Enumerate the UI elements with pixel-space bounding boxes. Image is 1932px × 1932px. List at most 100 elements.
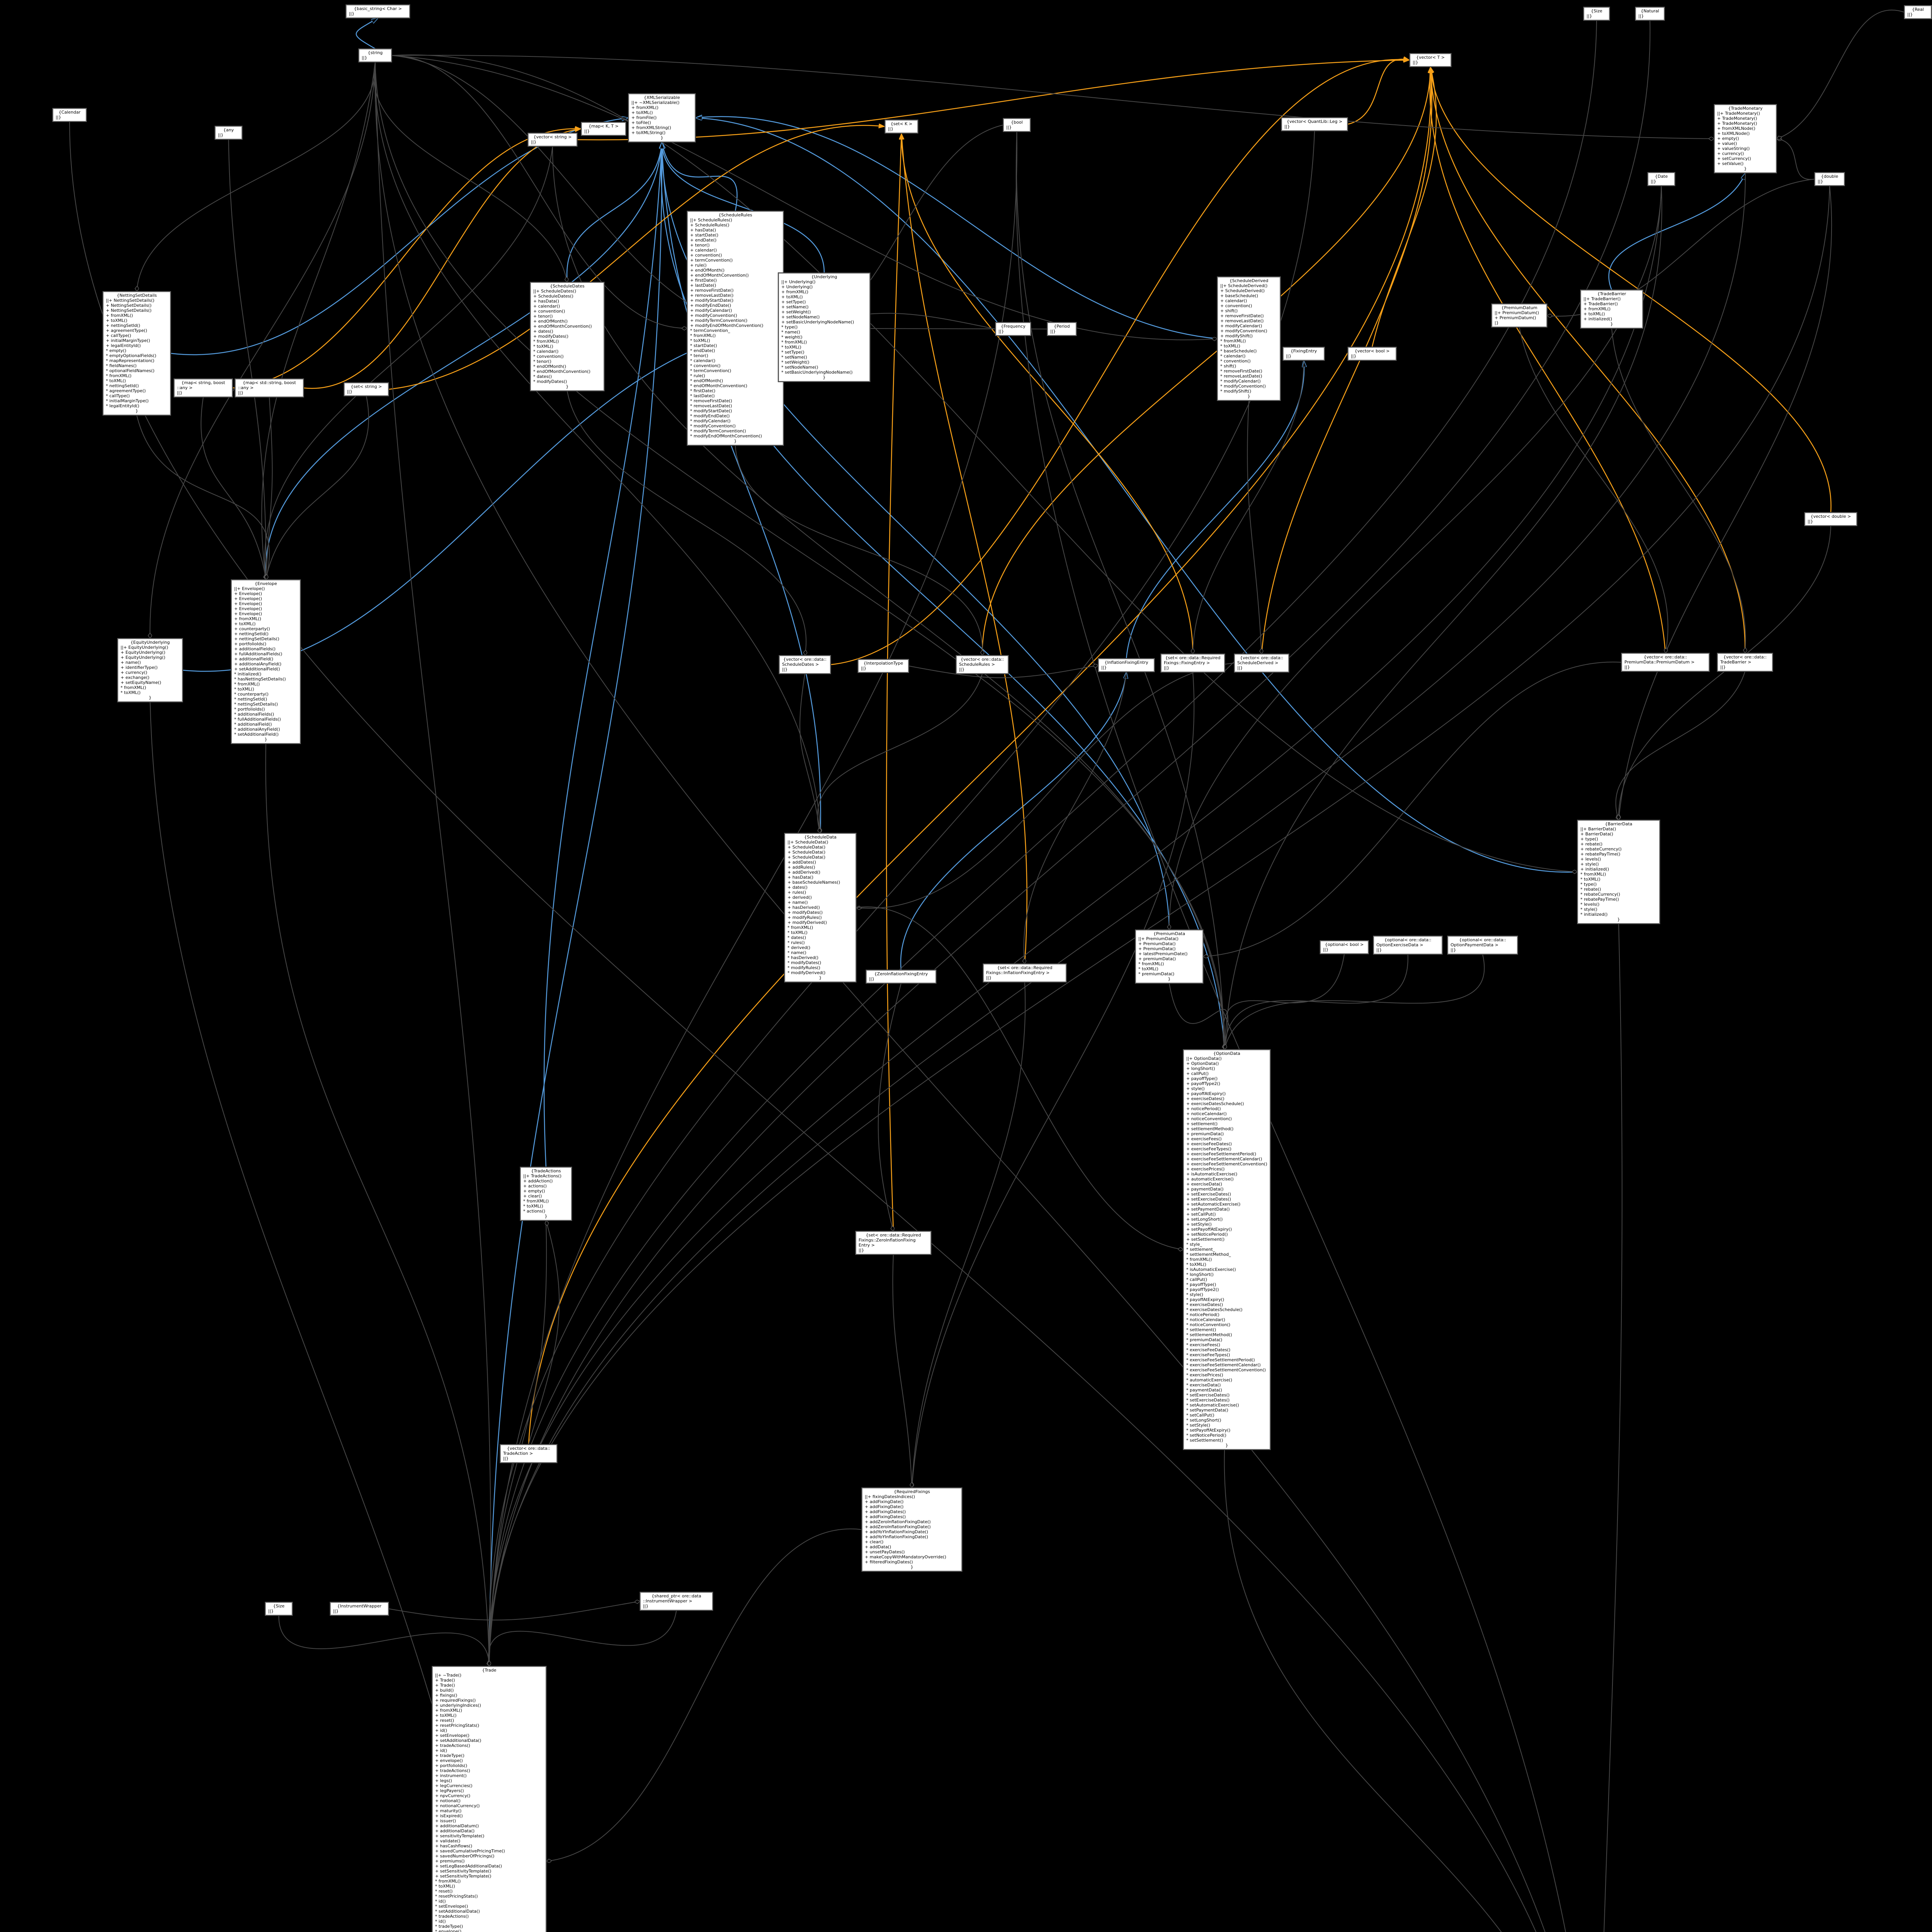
class-title: {Period <box>1054 324 1070 329</box>
edge-string-to-TradeMonetary <box>391 55 1714 139</box>
class-node-vec_ScheduleDerived[interactable]: {vector< ore::data::ScheduleDerived >||} <box>1234 654 1289 672</box>
class-node-ScheduleRules[interactable]: {ScheduleRules||+ ScheduleRules()+ Sched… <box>687 211 784 446</box>
member-line: ||+ ~XMLSerializable() <box>631 100 680 105</box>
class-node-Underlying[interactable]: {Underlying||+ Underlying()+ Underlying(… <box>778 273 870 382</box>
member-line: * dates() <box>533 374 552 379</box>
member-line: + dates() <box>787 885 808 890</box>
class-node-vec_TradeBarrier[interactable]: {vector< ore::data::TradeBarrier >||} <box>1717 653 1773 672</box>
class-node-InflationFixingEntry[interactable]: {InflationFixingEntry||} <box>1098 658 1155 672</box>
class-node-bool[interactable]: {bool||} <box>1003 118 1031 132</box>
member-line: + setLongShort() <box>1186 1217 1223 1222</box>
member-line: + hasCashflows() <box>435 1844 473 1849</box>
class-node-Date[interactable]: {Date||} <box>1648 172 1675 186</box>
class-node-Period[interactable]: {Period||} <box>1047 322 1077 336</box>
class-node-shared_ptr_IW[interactable]: {shared_ptr< ore::data::InstrumentWrappe… <box>640 1592 713 1611</box>
member-line: ||} <box>503 1456 509 1461</box>
class-node-XMLSerializable[interactable]: {XMLSerializable||+ ~XMLSerializable()+ … <box>628 94 696 142</box>
class-node-vec_TradeAction[interactable]: {vector< ore::data::TradeAction >||} <box>500 1444 557 1463</box>
class-node-map_stdstring_any[interactable]: {map< std::string, boost::any >||} <box>235 379 304 397</box>
class-node-Frequency[interactable]: {Frequency||} <box>995 322 1031 336</box>
class-node-any[interactable]: {any||} <box>215 126 242 139</box>
member-line: + firstDate() <box>690 278 717 283</box>
member-line: ||+ EquityUnderlying() <box>121 645 168 650</box>
class-node-TradeMonetary[interactable]: {TradeMonetary||+ TradeMonetary()+ Trade… <box>1714 104 1777 173</box>
class-node-ZeroInflationFixingEntry[interactable]: {ZeroInflationFixingEntry||} <box>866 970 936 983</box>
class-node-natural_top[interactable]: {Natural||} <box>1635 7 1665 20</box>
member-line: * initialized() <box>234 672 262 677</box>
class-node-PremiumDatum[interactable]: {PremiumDatum||+ PremiumDatum()+ Premium… <box>1492 304 1547 327</box>
member-line: * modifyCalendar() <box>1220 379 1261 384</box>
class-node-ScheduleData[interactable]: {ScheduleData||+ ScheduleData()+ Schedul… <box>784 833 856 982</box>
class-node-RequiredFixings[interactable]: {RequiredFixings||+ fixingDatesIndices()… <box>862 1488 962 1571</box>
class-node-FixingEntry[interactable]: {FixingEntry||} <box>1283 347 1325 361</box>
member-line: + hasData() <box>787 875 814 880</box>
member-line: PremiumData::PremiumDatum > <box>1624 660 1695 665</box>
class-node-basic_string[interactable]: {basic_string< Char >||} <box>346 5 410 18</box>
class-node-vec_PremiumDatum[interactable]: {vector< ore::data::PremiumData::Premium… <box>1621 653 1709 672</box>
member-line: * rebate() <box>1580 887 1601 892</box>
member-line: * emptyOptionalFields() <box>106 353 156 358</box>
class-node-vec_ScheduleDates[interactable]: {vector< ore::data::ScheduleDates >||} <box>779 655 831 674</box>
class-node-vector_T[interactable]: {vector< T >||} <box>1410 53 1451 67</box>
class-node-ScheduleDates[interactable]: {ScheduleDates||+ ScheduleDates()+ Sched… <box>530 282 604 391</box>
class-node-OptionData[interactable]: {OptionData||+ OptionData()+ OptionData(… <box>1183 1049 1270 1450</box>
member-line: + type() <box>1580 837 1598 842</box>
member-line: + id() <box>435 1728 447 1733</box>
edge-vector_QLLeg-to-vector_T <box>1347 59 1410 125</box>
class-node-optional_bool[interactable]: {optional< bool >||} <box>1320 940 1369 954</box>
class-node-TradeBarrier[interactable]: {TradeBarrier||+ TradeBarrier()+ TradeBa… <box>1580 290 1643 328</box>
member-line: + additionalField() <box>234 656 274 662</box>
class-node-vector_QLLeg[interactable]: {vector< QuantLib::Leg >||} <box>1281 117 1348 131</box>
class-node-string[interactable]: {string||} <box>359 49 392 62</box>
class-title: {map< K, T > <box>588 124 619 129</box>
member-line: + setEnvelope() <box>435 1733 469 1738</box>
class-node-Envelope[interactable]: {Envelope||+ Envelope()+ Envelope()+ Env… <box>231 580 301 744</box>
member-line: + makeCopyWithMandatoryOverride() <box>865 1554 946 1560</box>
member-line: + Envelope() <box>234 591 262 596</box>
member-line: ||} <box>959 667 965 672</box>
member-line: + notionalCurrency() <box>435 1803 480 1808</box>
class-node-double[interactable]: {double||} <box>1815 172 1845 186</box>
class-node-InstrumentWrapper[interactable]: {InstrumentWrapper||} <box>330 1602 389 1616</box>
class-node-map_string_any[interactable]: {map< string, boost::any >||} <box>174 379 233 397</box>
member-line: * termConvention() <box>690 368 731 373</box>
member-line: + build() <box>435 1688 454 1693</box>
member-line: + fromXML() <box>106 313 133 318</box>
member-line: } <box>544 1214 548 1219</box>
class-node-InterpolationType[interactable]: {InterpolationType||} <box>858 659 909 673</box>
class-node-EquityUnderlying[interactable]: {EquityUnderlying||+ EquityUnderlying()+… <box>117 638 183 702</box>
edge-vec_TradeAction-to-TradeActions <box>528 1221 560 1445</box>
class-node-vector_bool[interactable]: {vector< bool >||} <box>1348 347 1396 361</box>
member-line: * setPayoffAtExpiry() <box>1186 1428 1231 1433</box>
class-node-real_top[interactable]: {Real||} <box>1904 5 1932 19</box>
member-line: + OptionData() <box>1186 1061 1219 1066</box>
member-line: ||+ Envelope() <box>234 586 265 591</box>
class-node-BarrierData[interactable]: {BarrierData||+ BarrierData()+ BarrierDa… <box>1577 820 1660 924</box>
class-node-set_K[interactable]: {set< K >||} <box>885 120 918 133</box>
member-line: + setLegBasedAdditionalData() <box>435 1864 502 1869</box>
member-line: ||} <box>782 667 788 672</box>
class-node-vector_double[interactable]: {vector< double >||} <box>1804 512 1857 526</box>
class-node-PremiumData[interactable]: {PremiumData||+ PremiumData()+ PremiumDa… <box>1135 930 1203 983</box>
class-node-Trade[interactable]: {Trade||+ ~Trade()+ Trade()+ Trade()+ bu… <box>432 1666 546 1932</box>
class-node-vector_string[interactable]: {vector< string >||} <box>528 133 577 146</box>
class-node-optional_OptionPaymentData[interactable]: {optional< ore::data::OptionPaymentData … <box>1447 936 1518 954</box>
class-node-TradeActions[interactable]: {TradeActions||+ TradeActions()+ addActi… <box>520 1167 572 1221</box>
member-line: * setPaymentData() <box>1186 1408 1228 1413</box>
class-node-ScheduleDerived[interactable]: {ScheduleDerived||+ ScheduleDerived()+ S… <box>1217 277 1281 401</box>
class-node-calendar_left[interactable]: {Calendar||} <box>53 108 87 122</box>
class-node-Size_bl[interactable]: {Size||} <box>265 1602 293 1616</box>
class-node-map_K_T[interactable]: {map< K, T >||} <box>581 122 626 136</box>
class-node-set_string[interactable]: {set< string >||} <box>344 383 389 396</box>
class-node-size_top[interactable]: {Size||} <box>1583 7 1610 20</box>
class-node-vec_ScheduleRules[interactable]: {vector< ore::data::ScheduleRules >||} <box>956 655 1009 674</box>
class-title: {InflationFixingEntry <box>1104 660 1148 665</box>
class-node-NettingSetDetails[interactable]: {NettingSetDetails||+ NettingSetDetails(… <box>103 291 171 415</box>
class-node-optional_OptionExerciseData[interactable]: {optional< ore::data::OptionExerciseData… <box>1373 936 1442 954</box>
edge-string-to-NettingSetDetails <box>137 62 376 291</box>
